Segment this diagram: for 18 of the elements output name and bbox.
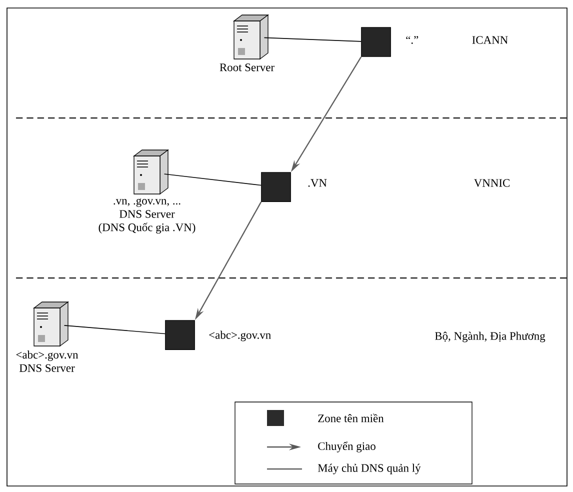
legend-text: Máy chủ DNS quản lý (318, 464, 421, 474)
server-label: <abc>.gov.vn DNS Server (16, 350, 78, 372)
server-label: Root Server (220, 64, 274, 72)
zone-square (361, 27, 391, 57)
connector-line (164, 174, 262, 186)
zone-name: “.” (406, 36, 418, 44)
level-label: ICANN (472, 36, 508, 44)
zone-name: .VN (308, 179, 327, 187)
zone-square (261, 172, 291, 202)
level-label: Bộ, Ngành, Địa Phương (435, 332, 546, 342)
legend-text: Chuyển giao (318, 442, 376, 452)
connector-line (64, 325, 166, 334)
legend-text: Zone tên miền (318, 414, 384, 422)
zone-name: <abc>.gov.vn (209, 330, 271, 342)
connector-line (264, 37, 362, 42)
zone-square (165, 320, 195, 350)
level-label: VNNIC (474, 179, 510, 187)
server-label: .vn, .gov.vn, ... DNS Server (DNS Quốc gia .VN) (98, 198, 196, 234)
